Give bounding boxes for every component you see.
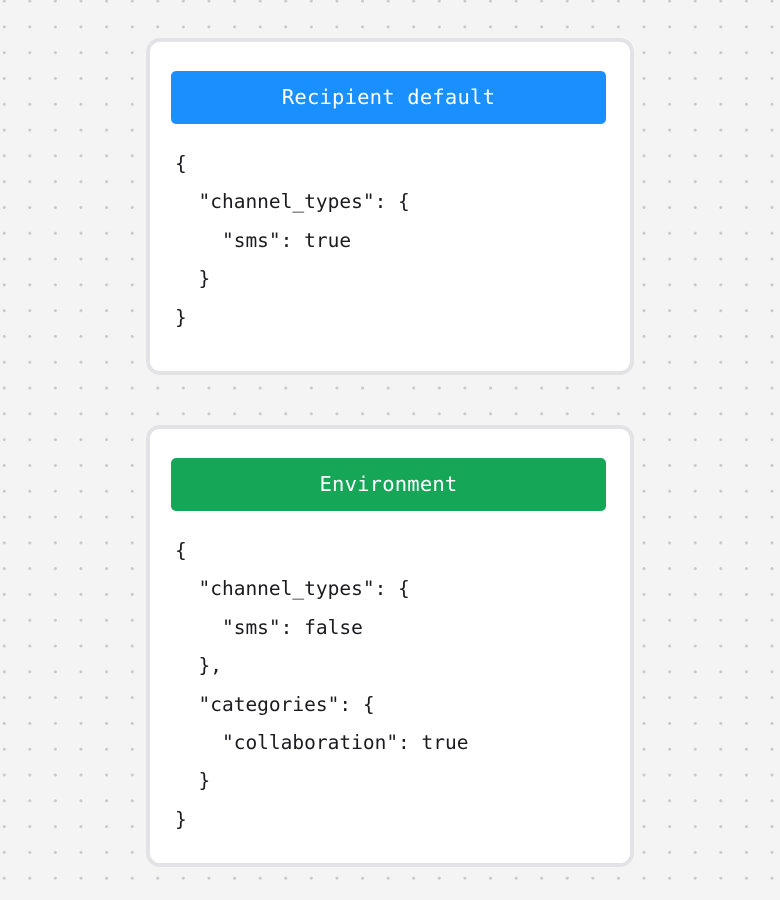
card-recipient-default[interactable]: Recipient default { "channel_types": { "… [146,38,634,375]
json-code-environment: { "channel_types": { "sms": false }, "ca… [175,539,469,831]
card-body-recipient-default: { "channel_types": { "sms": true } } [175,145,616,337]
json-code-recipient-default: { "channel_types": { "sms": true } } [175,152,410,329]
card-header-environment: Environment [171,458,606,511]
card-title-environment: Environment [319,472,458,497]
card-title-recipient-default: Recipient default [281,85,496,110]
card-environment[interactable]: Environment { "channel_types": { "sms": … [146,425,634,867]
card-body-environment: { "channel_types": { "sms": false }, "ca… [175,532,616,839]
card-header-recipient-default: Recipient default [171,71,606,124]
